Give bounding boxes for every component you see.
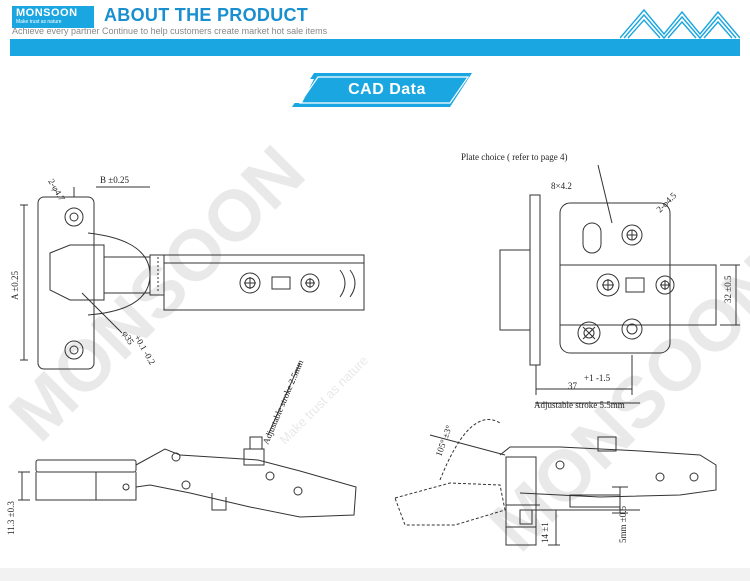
dim-adj-stroke-5: Adjustable stroke 5.5mm [534, 400, 625, 410]
logo-name: MONSOON [16, 7, 78, 19]
watermark: MONSOON MONSOON Make trust as nature [0, 131, 750, 566]
dim-hole-right: 2-φ4.5 [654, 190, 678, 214]
bottom-right-view [394, 419, 717, 546]
footer-strip [0, 568, 750, 581]
dim-slot: 8×4.2 [551, 181, 572, 191]
watermark-slogan: Make trust as nature [277, 353, 371, 447]
banner-label: CAD Data [348, 81, 426, 98]
brand-logo: MONSOON Make trust as nature [12, 6, 94, 28]
dim-h-14: 14 ±1 [540, 522, 550, 543]
dim-a-tol: A ±0.25 [10, 271, 20, 300]
dim-width-37-tol: +1 -1.5 [584, 373, 611, 383]
cad-drawing: MONSOON MONSOON Make trust as nature 2-φ… [0, 131, 750, 566]
page-title: ABOUT THE PRODUCT [104, 5, 309, 25]
page-header: MONSOON Make trust as nature ABOUT THE P… [0, 0, 750, 60]
page-subtitle: Achieve every partner Continue to help c… [12, 26, 328, 36]
dim-h-5: 5mm ±0.5 [618, 506, 628, 543]
dim-b-tol: B ±0.25 [100, 175, 129, 185]
top-left-view [20, 186, 365, 370]
dim-hole-top: 2-φ4.7 [46, 177, 67, 203]
bottom-left-view [18, 362, 357, 518]
dim-width-37: 37 [568, 381, 578, 391]
banner-shape [292, 73, 472, 107]
wave-decoration-icon [620, 8, 740, 40]
dim-h-11: 11.3 ±0.3 [6, 501, 16, 535]
dim-plate-choice: Plate choice ( refer to page 4) [461, 152, 567, 162]
watermark-brand-left: MONSOON [0, 131, 320, 456]
logo-tagline: Make trust as nature [16, 19, 62, 25]
header-bar [10, 39, 740, 56]
dim-height-32: 32 ±0.5 [723, 275, 733, 303]
top-right-view [499, 164, 740, 404]
